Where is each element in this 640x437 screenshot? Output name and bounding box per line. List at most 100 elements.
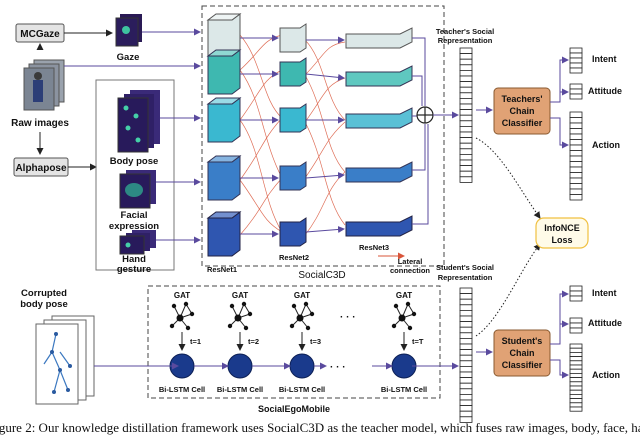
resnet3-label: ResNet3 (359, 243, 389, 252)
representation-cell (459, 343, 473, 350)
socialc3d-label: SocialC3D (298, 270, 345, 281)
output-cell (569, 67, 583, 74)
representation-cell (459, 410, 473, 418)
resnet1-label: ResNet1 (207, 265, 237, 274)
gat-node (247, 311, 253, 317)
fusion-sum (416, 106, 434, 124)
hand-label-2: gesture (117, 264, 151, 275)
gat-node (411, 311, 417, 317)
student-action-label: Action (592, 370, 620, 380)
output-cell (569, 290, 583, 297)
representation-cell (459, 142, 473, 150)
mcgaze-label: MCGaze (20, 29, 60, 40)
raw-images-stack (23, 59, 65, 111)
output-cell (569, 322, 583, 329)
representation-cell (459, 137, 473, 144)
output-cell (569, 402, 583, 408)
infonce-label-1: InfoNCE (544, 223, 580, 233)
representation-cell (459, 337, 473, 345)
representation-cell (459, 103, 473, 110)
representation-cell (459, 393, 473, 401)
representation-cell (459, 405, 473, 412)
representation-cell (459, 131, 473, 138)
gat-node (303, 301, 309, 307)
resnet2-blocks (279, 23, 307, 247)
infonce-label-2: Loss (551, 235, 572, 245)
representation-cell (459, 153, 473, 161)
gat-node (229, 303, 235, 309)
dots-bottom: · · · (330, 362, 346, 373)
output-cell (569, 347, 583, 353)
student-classifier-label-1: Student's (502, 336, 543, 346)
bilstm-label: Bi-LSTM Cell (159, 385, 205, 394)
teacher-classifier-label-3: Classifier (502, 118, 543, 128)
output-cell (569, 351, 583, 357)
time-step-label: t=2 (248, 337, 259, 346)
representation-cell (459, 315, 473, 322)
gat-node (189, 311, 195, 317)
student-intent-label: Intent (592, 288, 617, 298)
output-cell (569, 144, 583, 151)
output-cell (569, 62, 583, 69)
student-classifier-label-2: Chain (509, 348, 534, 358)
output-cell (569, 406, 583, 412)
output-cell (569, 295, 583, 302)
socialegomobile-label: SocialEgoMobile (258, 404, 330, 414)
teacher-chain-classifier[interactable]: Teachers' Chain Classifier (493, 87, 551, 135)
body-pose-heatmaps (117, 90, 160, 153)
resnet2-label: ResNet2 (279, 253, 309, 262)
student-attitude-label: Attitude (588, 318, 622, 328)
alphapose-box: Alphapose (13, 157, 69, 177)
gat-node (234, 314, 242, 322)
representation-cell (459, 114, 473, 122)
representation-cell (459, 98, 473, 105)
output-cell (569, 385, 583, 391)
alphapose-label: Alphapose (15, 163, 67, 174)
representation-cell (459, 326, 473, 334)
representation-cell (459, 58, 473, 66)
representation-cell (459, 360, 473, 367)
output-cell (569, 150, 583, 157)
gat-node (171, 303, 177, 309)
body-pose-label: Body pose (110, 156, 159, 167)
time-step-label: t=3 (310, 337, 321, 346)
output-cell (569, 343, 583, 349)
student-chain-classifier[interactable]: Student's Chain Classifier (493, 329, 551, 377)
time-step-label: t=T (412, 337, 424, 346)
gat-node (169, 323, 175, 329)
representation-cell (459, 388, 473, 395)
output-cell (569, 128, 583, 135)
hand-label-1: Hand (122, 254, 146, 265)
representation-cell (459, 293, 473, 300)
output-cell (569, 368, 583, 374)
bilstm-label: Bi-LSTM Cell (381, 385, 427, 394)
gat-node (183, 301, 189, 307)
output-cell (569, 117, 583, 124)
representation-cell (459, 70, 473, 77)
output-cell (569, 172, 583, 179)
modalities-panel (95, 79, 175, 271)
student-outputs (569, 285, 583, 412)
representation-cell (459, 165, 473, 172)
gat-node (407, 325, 413, 331)
output-cell (569, 57, 583, 64)
representation-cell (459, 332, 473, 339)
gat-node (296, 314, 304, 322)
gat-node (243, 325, 249, 331)
gat-label: GAT (294, 291, 310, 300)
representation-cell (459, 304, 473, 311)
output-cell (569, 194, 583, 201)
gat-label: GAT (232, 291, 248, 300)
gat-node (405, 301, 411, 307)
gat-node (393, 303, 399, 309)
socialegomobile-box (147, 285, 441, 399)
dots-top: · · · (340, 312, 356, 323)
output-cell (569, 161, 583, 168)
output-cell (569, 93, 583, 100)
representation-cell (459, 382, 473, 390)
representation-cell (459, 148, 473, 155)
representation-cell (459, 86, 473, 94)
teacher-outputs (569, 47, 583, 201)
